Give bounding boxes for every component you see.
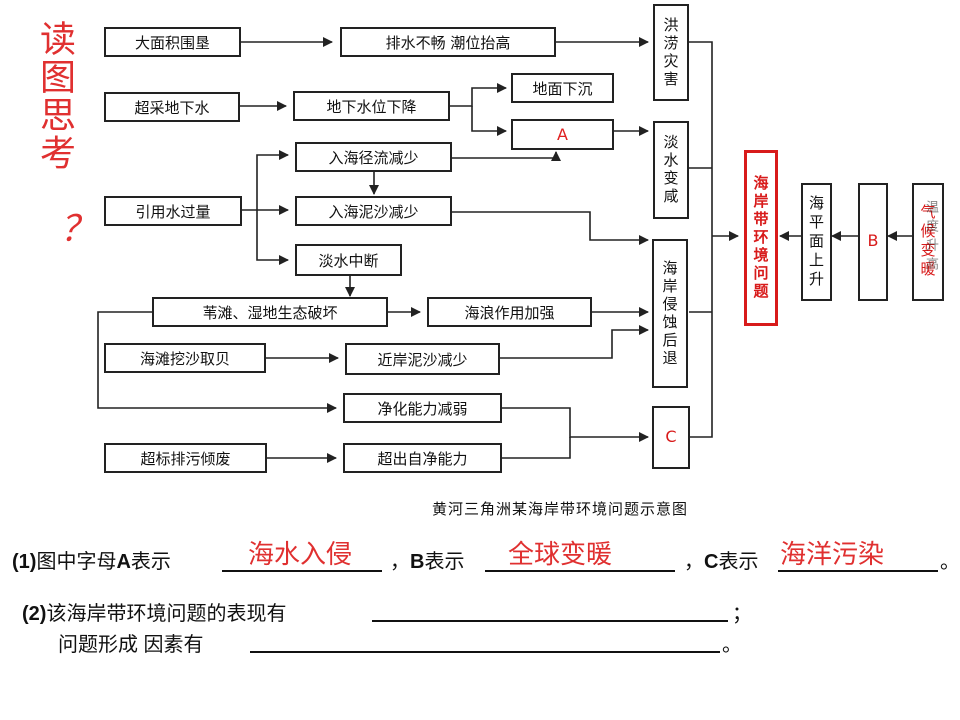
- box-sediment: 入海泥沙减少: [295, 196, 452, 226]
- arrow-groundwater-subside: [450, 83, 507, 107]
- q1-show-a: 表示: [130, 551, 171, 573]
- box-nearshore: 近岸泥沙减少: [345, 343, 500, 375]
- q1-blank-b[interactable]: [485, 570, 675, 572]
- box-C: C: [652, 406, 690, 469]
- box-overpump: 超采地下水: [104, 92, 240, 122]
- q2-line1: (2)该海岸带环境问题的表现有: [22, 597, 286, 626]
- q1-letter-c: C: [704, 551, 719, 573]
- box-exceed: 超出自净能力: [343, 443, 502, 473]
- climate-label: 气候变暖: [918, 204, 937, 280]
- box-cutoff: 淡水中断: [295, 244, 402, 276]
- arrow-groundwater-A: [471, 106, 507, 136]
- answer-b: 全球变暖: [508, 540, 613, 570]
- box-sand: 海滩挖沙取贝: [104, 343, 266, 373]
- q1-blank-c[interactable]: [778, 570, 938, 572]
- q1-blank-a[interactable]: [222, 570, 382, 572]
- q1-comma-1: ，: [390, 551, 410, 573]
- arrow-divert-cutoff: [256, 210, 289, 265]
- diagram-caption: 黄河三角洲某海岸带环境问题示意图: [432, 500, 689, 518]
- box-wave: 海浪作用加强: [427, 297, 592, 327]
- q1-text-a: 图中字母: [36, 551, 117, 573]
- connector-flood: [689, 41, 713, 438]
- side-question-mark: ？: [60, 209, 97, 250]
- arrow-exceed-C: [502, 437, 571, 459]
- arrow-purify-C: [502, 407, 649, 442]
- arrow-runoff-A: [452, 151, 561, 161]
- q1-letter-b: B: [410, 551, 425, 573]
- q1-prefix: (1)图中字母A表示: [12, 545, 171, 574]
- q1-comma-2: ，: [684, 551, 704, 573]
- box-reclaim: 大面积围垦: [104, 27, 241, 57]
- side-title: 读图思考: [34, 20, 75, 172]
- q1-mid-c: ，C表示: [684, 545, 758, 574]
- q1-letter-a: A: [116, 551, 131, 573]
- q2-blank-2[interactable]: [250, 651, 720, 653]
- box-sea-rise: 海平面上升: [801, 183, 832, 301]
- box-wetland: 苇滩、湿地生态破坏: [152, 297, 388, 327]
- box-drainage: 排水不畅 潮位抬高: [340, 27, 556, 57]
- q2-line1-end: ；: [732, 603, 752, 625]
- q2-line2: 问题形成 因素有: [58, 634, 204, 656]
- q2-line2-end: 。: [722, 634, 742, 656]
- arrow-divert-runoff: [256, 150, 289, 210]
- arrow-wetland-purify: [97, 311, 337, 413]
- q1-mid-b: ，B表示: [390, 545, 464, 574]
- q2-line1-text: 该海岸带环境问题的表现有: [46, 603, 287, 625]
- arrow-nearshore-erosion: [500, 325, 649, 359]
- q2-blank-1[interactable]: [372, 620, 728, 622]
- answer-c: 海洋污染: [780, 540, 885, 570]
- box-groundwater: 地下水位下降: [293, 91, 450, 121]
- q2-number: (2): [22, 603, 47, 625]
- box-flood: 洪涝灾害: [653, 4, 689, 101]
- q1-show-b: 表示: [424, 551, 465, 573]
- climate-overlay-label: 温度升高: [923, 200, 938, 276]
- box-subside: 地面下沉: [511, 73, 614, 103]
- q1-number: (1): [12, 551, 37, 573]
- q1-end: 。: [940, 551, 960, 573]
- arrow-sediment-erosion: [452, 211, 649, 245]
- box-runoff: 入海径流减少: [295, 142, 452, 172]
- q1-show-c: 表示: [718, 551, 759, 573]
- box-center-problem: 海岸带环境问题: [744, 150, 778, 326]
- box-salty: 淡水变咸: [653, 121, 689, 219]
- box-pollute: 超标排污倾废: [104, 443, 267, 473]
- answer-a: 海水入侵: [248, 540, 353, 570]
- box-A: A: [511, 119, 614, 150]
- box-erosion: 海岸侵蚀后退: [652, 239, 688, 388]
- box-climate: 气候变暖: [912, 183, 944, 301]
- box-divert: 引用水过量: [104, 196, 242, 226]
- box-purify: 净化能力减弱: [343, 393, 502, 423]
- box-B: B: [858, 183, 888, 301]
